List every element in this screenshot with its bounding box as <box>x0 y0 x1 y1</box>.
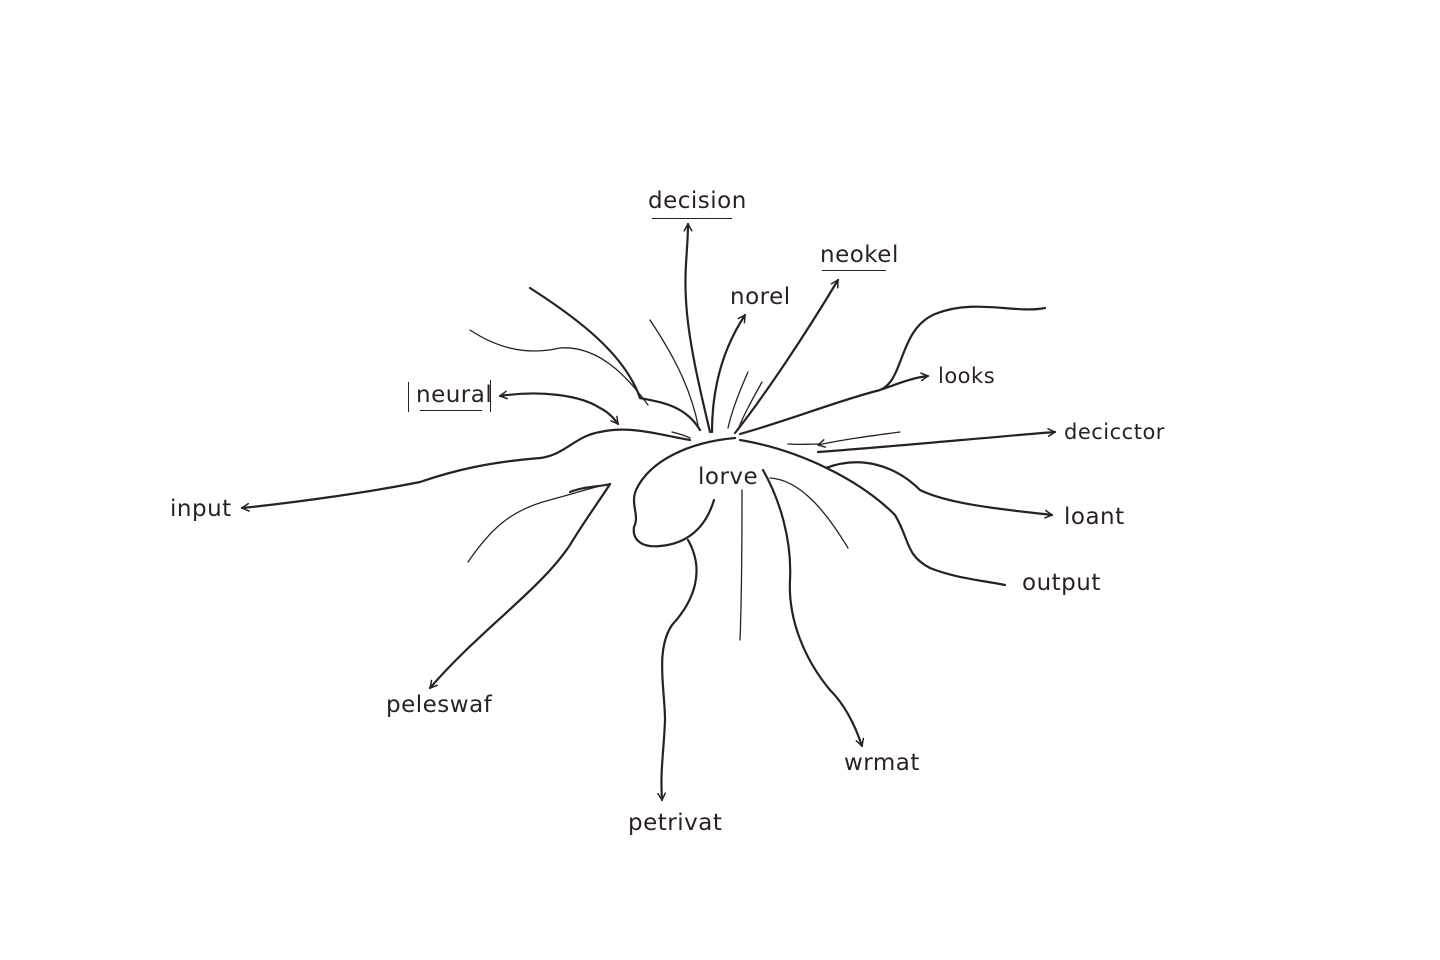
arrow-to-decicctor <box>816 428 1057 454</box>
arrow-to-wrmat <box>761 468 865 748</box>
label-output: output <box>1022 570 1101 596</box>
arrow-to-petrivat <box>657 538 698 802</box>
arrow-to-neokel <box>733 278 840 435</box>
label-wrmat: wrmat <box>844 750 920 776</box>
label-petrivat: petrivat <box>628 810 723 836</box>
label-norel: norel <box>730 284 791 310</box>
arrow-to-peleswaf <box>428 482 612 690</box>
strand-1 <box>469 329 649 406</box>
strand-9 <box>769 477 849 549</box>
strand-2 <box>528 286 702 432</box>
strand-8 <box>739 489 743 641</box>
strand-7 <box>467 483 611 563</box>
center-blob-outline <box>632 436 737 548</box>
arrow-to-looks <box>738 305 1047 436</box>
label-neural: neural <box>416 382 493 408</box>
strand-4 <box>727 371 749 429</box>
arrow-to-decision <box>683 222 712 434</box>
bracket-left-neural <box>408 382 409 412</box>
label-looks: looks <box>938 364 996 388</box>
strand-6 <box>671 431 691 439</box>
underline-neural <box>420 410 482 411</box>
strand-5 <box>737 381 763 431</box>
underline-neokel <box>822 270 886 271</box>
label-decision: decision <box>648 188 747 214</box>
label-decicctor: decicctor <box>1064 420 1165 444</box>
arrow-from-decicctor-thin <box>817 431 901 448</box>
label-peleswaf: peleswaf <box>386 692 493 718</box>
label-loant: loant <box>1064 504 1125 530</box>
underline-decision <box>652 218 732 219</box>
arrow-to-neural <box>498 390 620 426</box>
arrow-to-norel <box>710 313 747 434</box>
label-center-lorve: lorve <box>698 464 759 490</box>
bracket-right-neural <box>490 380 491 412</box>
label-neokel: neokel <box>820 242 899 268</box>
line-to-output <box>738 438 1007 587</box>
arrow-to-input <box>240 428 692 512</box>
arrow-to-loant <box>824 461 1054 519</box>
strand-3 <box>649 319 699 426</box>
label-input: input <box>170 496 232 522</box>
